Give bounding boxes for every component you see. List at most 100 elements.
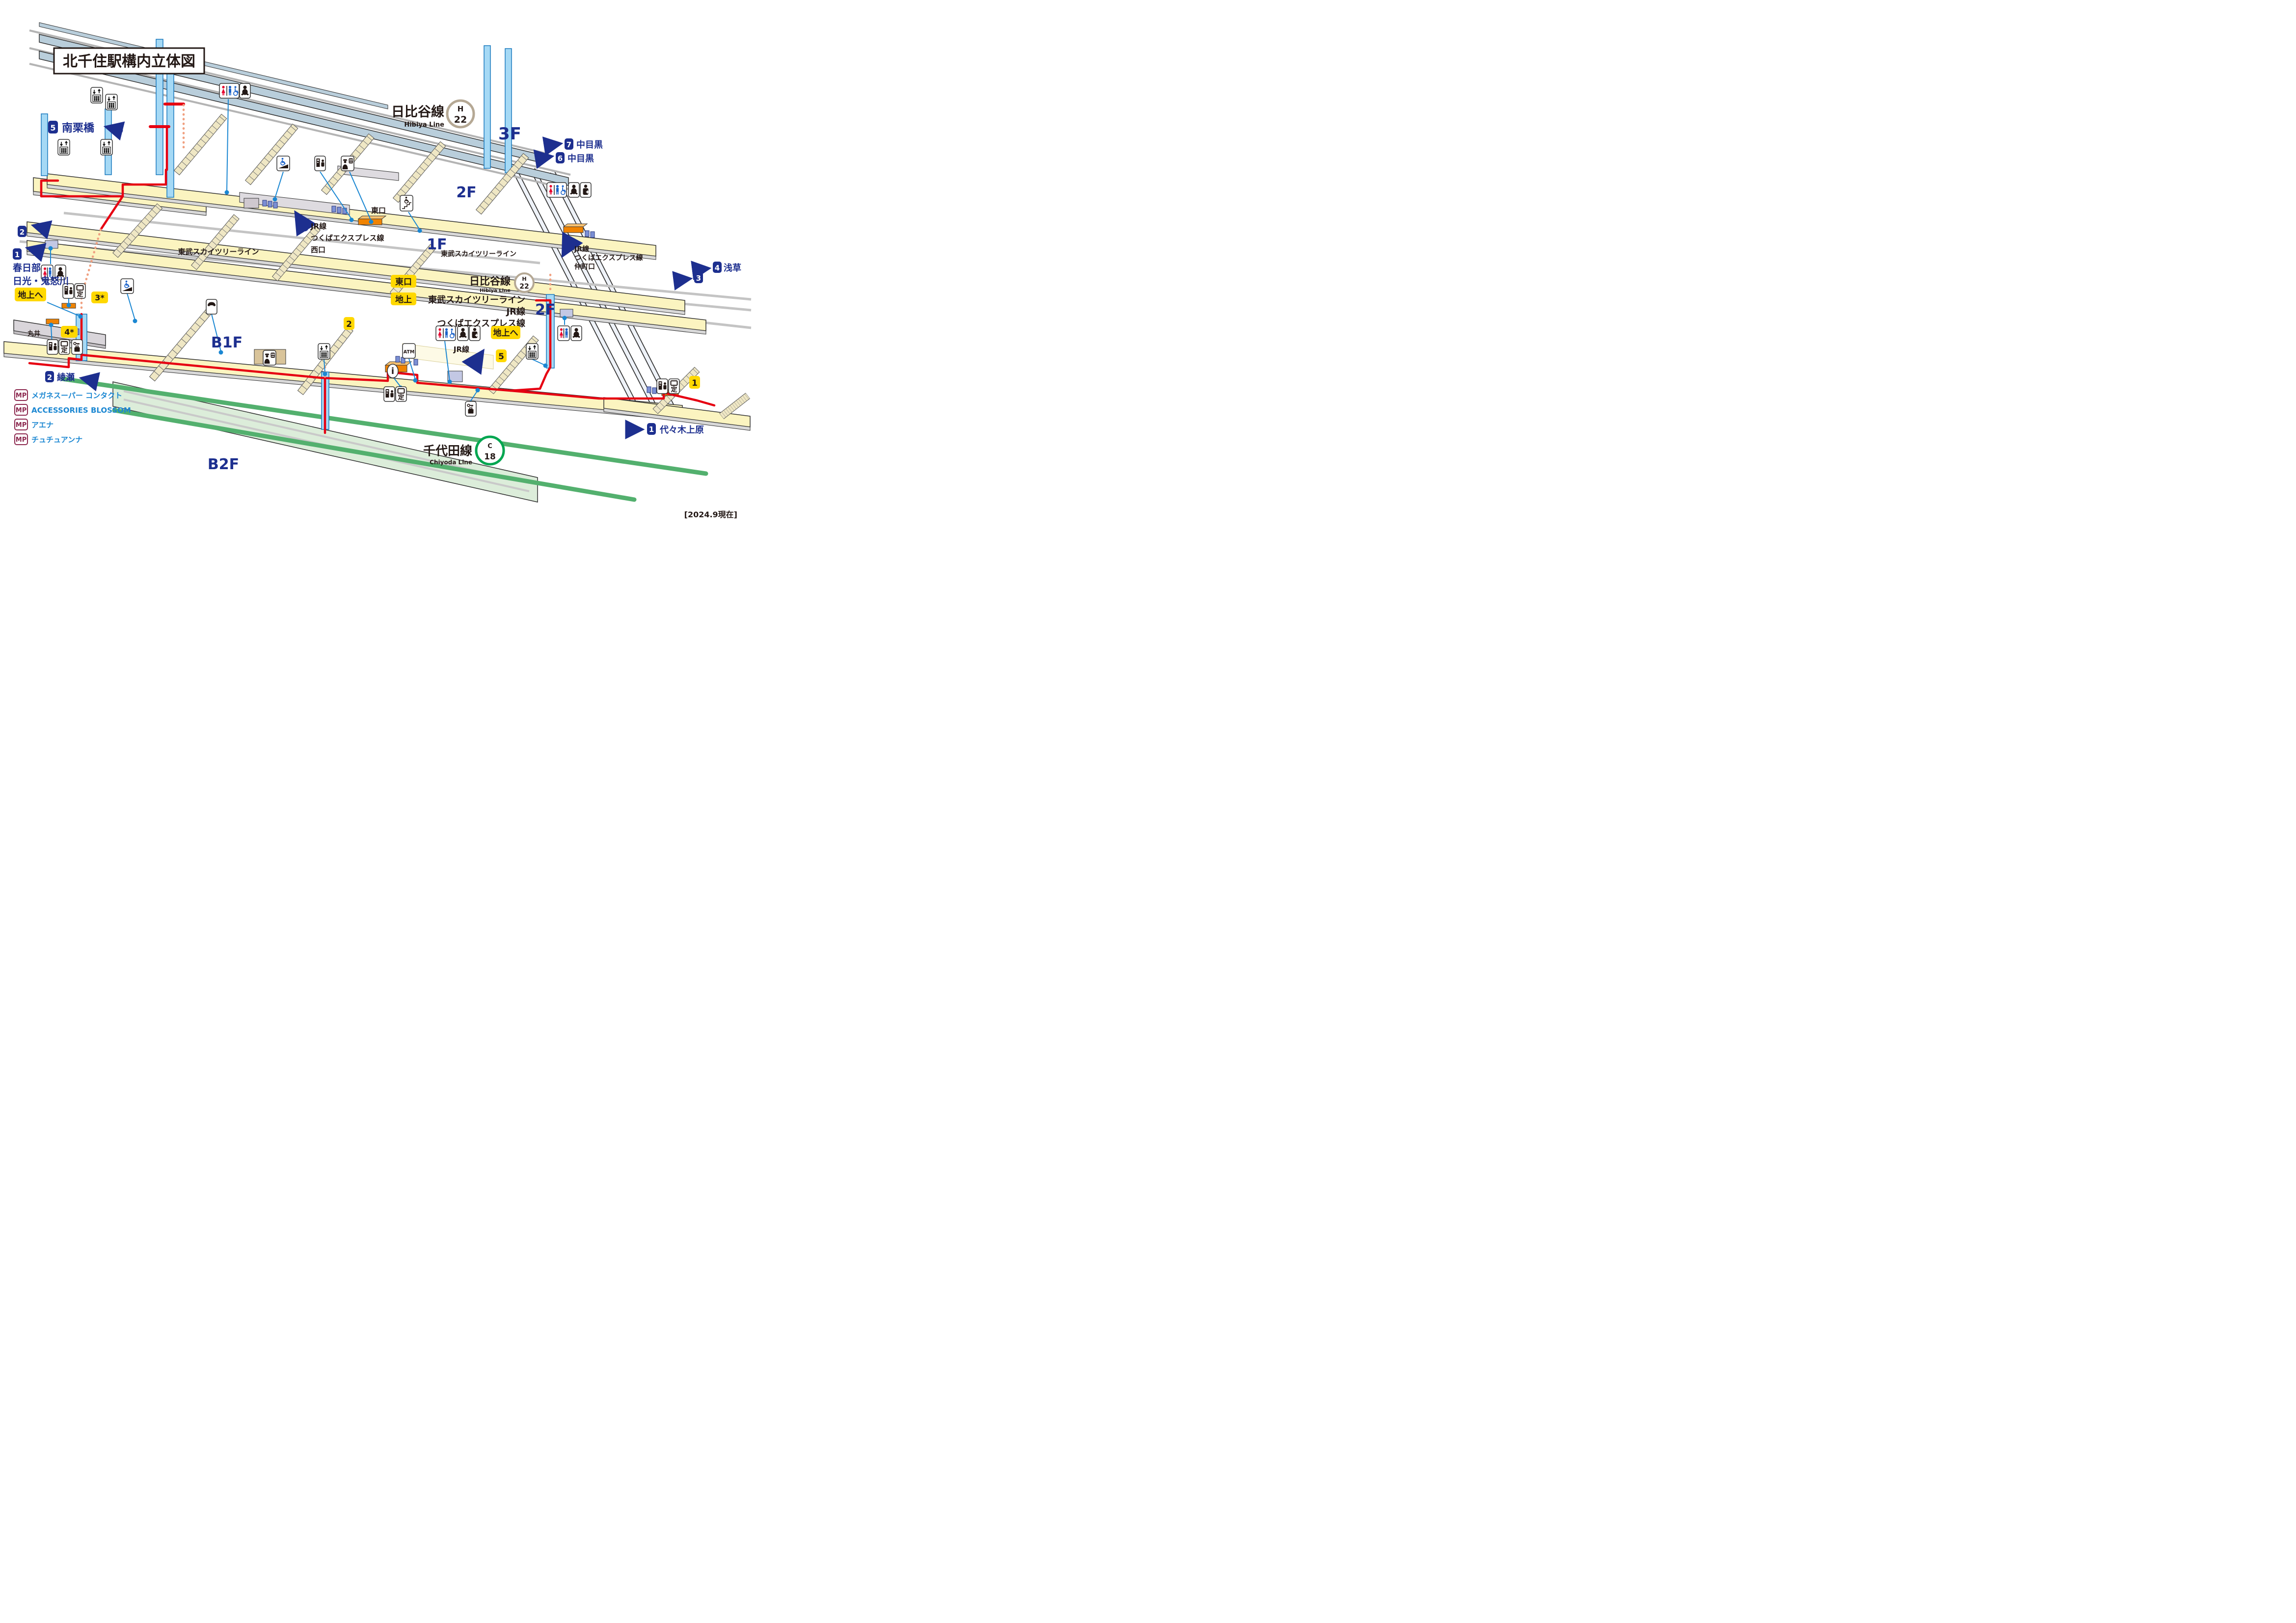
west-gate-tx: つくばエクスプレス線 [311, 234, 384, 242]
platform-number: 6 [558, 154, 563, 163]
floor-label-b2f: B2F [208, 456, 239, 473]
shop-badge: MP [16, 436, 27, 444]
shop-badge: MP [16, 407, 27, 414]
floor-label-b1f: B1F [211, 334, 243, 351]
west-gate-jr: JR線 [310, 222, 326, 231]
wheelchair-ramp-icon [276, 156, 290, 171]
title-box: 北千住駅構内立体図 [53, 47, 205, 75]
jr-west-gate-area [239, 192, 350, 215]
platform-1-kasukabe: 1 春日部 日光・鬼怒川 [13, 243, 69, 287]
map-canvas: 定 定 定 定 ATM i 北千住駅構内立体図 日比谷線 Hibiya Line… [3, 22, 752, 519]
ground-badge: 地上 [395, 294, 412, 305]
marui-label: 丸井 [27, 330, 40, 338]
platform-5-minamikurihashi: 5 南栗橋 [48, 121, 125, 141]
gate-2-badge: 2 [344, 317, 354, 330]
elevator-icon [90, 87, 103, 104]
shop-row: MP メガネスーパー コンタクト [14, 389, 122, 401]
baby-room-icon [239, 83, 251, 99]
platform-number: 2 [47, 373, 52, 382]
platform-6-nakameguro: 6 中目黒 [533, 149, 594, 169]
shop-list: MP メガネスーパー コンタクト MP ACCESSORIES BLOSSOM … [14, 389, 131, 445]
column [484, 45, 491, 169]
service-boxes [45, 198, 573, 382]
ticket-machine-icon [656, 378, 668, 394]
elevator-icon [318, 343, 330, 360]
chiyoda-line-badge: 千代田線 Chiyoda Line C 18 [423, 435, 505, 466]
wheelchair-ramp-icon [120, 278, 134, 294]
destination-label: 中目黒 [567, 153, 594, 164]
platform-1-yoyogiuehara: 1 代々木上原 [625, 420, 704, 439]
toilet-icon [219, 83, 240, 99]
east-exit-badge: 東口 [395, 277, 412, 287]
chiyoda-line-track-lower [112, 408, 637, 502]
badge-number: 5 [498, 352, 504, 362]
phone-icon [206, 299, 217, 315]
hibiya-number: 22 [519, 283, 529, 291]
info-icon: i [387, 364, 399, 378]
atm-icon: ATM [402, 343, 416, 359]
gate-3-badge: 3* [91, 292, 108, 303]
hibiya-number: 22 [454, 114, 467, 125]
labels-layer: 北千住駅構内立体図 日比谷線 Hibiya Line H 22 3F 5 南栗橋… [13, 47, 741, 519]
nakacho-name: 仲町口 [574, 263, 595, 271]
chiyoda-number: 18 [484, 452, 496, 462]
hibiya-name: 日比谷線 [391, 104, 444, 120]
elevator-icon [57, 139, 70, 156]
elevator-icon [526, 343, 539, 360]
destination-label: 春日部 [13, 262, 41, 273]
elevator-box [560, 309, 573, 318]
floor-label-1f: 1F [427, 236, 447, 253]
hibiya-letter: H [522, 276, 526, 282]
chiyoda-letter: C [487, 443, 492, 450]
column [41, 113, 48, 176]
elevator-icon [105, 94, 118, 110]
hibiya-letter: H [458, 105, 464, 113]
baby-room-icon [570, 325, 582, 341]
column [505, 48, 512, 173]
badge-number: 1 [692, 378, 698, 388]
page-title: 北千住駅構内立体図 [63, 53, 195, 70]
hibiya-line-badge-top: 日比谷線 Hibiya Line H 22 3F [391, 99, 521, 144]
shop-name: チュチュアンナ [31, 435, 82, 444]
ticket-machine-icon [383, 386, 395, 402]
platform-number: 3 [696, 274, 701, 283]
chiyoda-name-en: Chiyoda Line [430, 459, 472, 466]
shop-row: MP ACCESSORIES BLOSSOM [14, 404, 131, 416]
nakacho-tx: つくばエクスプレス線 [574, 254, 643, 262]
to-ground-badge: 地上へ [18, 290, 43, 300]
shop-name: アエナ [31, 421, 54, 429]
teiki-label: 定 [670, 386, 677, 394]
to-ground-right: 地上へ [491, 326, 520, 339]
destination-label: 浅草 [724, 263, 741, 273]
elevator-icon [100, 139, 113, 156]
platform-4-asakusa: 4 浅草 [691, 261, 741, 280]
destination-label: 中目黒 [576, 139, 603, 150]
to-ground-badge: 地上へ [493, 328, 518, 338]
coin-locker-icon [71, 339, 83, 355]
platform-2-west: 2 [18, 220, 53, 239]
platform-number: 1 [649, 425, 654, 434]
info-label: i [391, 366, 394, 376]
commuter-pass-icon: 定 [58, 339, 70, 355]
destination-label: 代々木上原 [659, 425, 704, 435]
gate-5-badge: 5 [496, 349, 507, 362]
accessible-escalator-icon [400, 195, 413, 212]
shop-name: ACCESSORIES BLOSSOM [31, 406, 131, 415]
teiki-label: 定 [76, 291, 83, 298]
jr-line-label: JR線 [505, 306, 525, 317]
shop-row: MP アエナ [14, 419, 54, 430]
jr-line-label: JR線 [453, 345, 469, 354]
jr-b1f-label: JR線 [453, 345, 485, 375]
hibiya-line-badge-mid: 日比谷線 Hibiya Line H 22 [469, 272, 535, 293]
west-gate-block: 東口 JR線 つくばエクスプレス線 西口 [294, 206, 386, 254]
shop-name: メガネスーパー コンタクト [31, 391, 122, 400]
hibiya-name: 日比谷線 [469, 275, 511, 287]
shop-badge: MP [16, 422, 27, 429]
nakacho-jr: JR線 [574, 245, 589, 253]
commuter-pass-icon: 定 [74, 283, 86, 299]
tobu-line-label: 東武スカイツリーライン [178, 247, 259, 256]
updated-date: [2024.9現在] [684, 510, 737, 519]
destination-label: 南栗橋 [62, 122, 95, 134]
destination-label: 綾瀬 [57, 372, 75, 383]
commuter-pass-icon: 定 [668, 378, 680, 394]
